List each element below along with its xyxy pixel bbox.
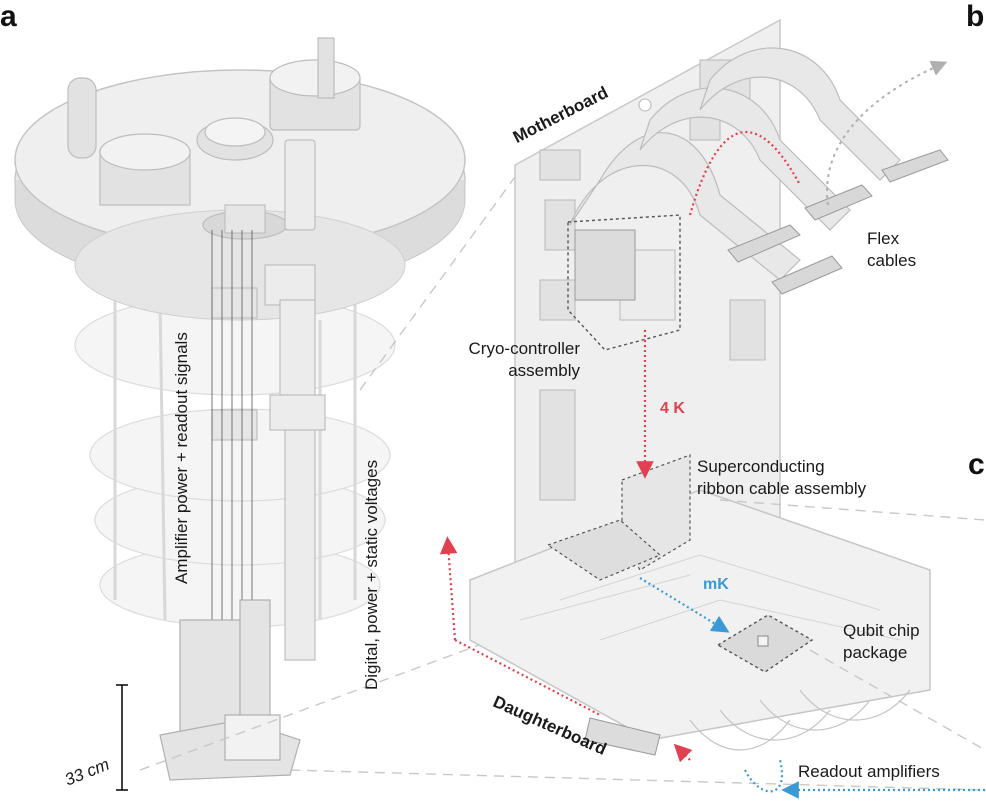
- superconducting-ribbon-label: Superconducting ribbon cable assembly: [697, 456, 866, 500]
- qubit-chip-label: Qubit chip package: [843, 620, 920, 664]
- cryostat-illustration: [14, 37, 986, 791]
- cryo-controller-line1: Cryo-controller: [468, 339, 580, 358]
- panel-letter-a: a: [0, 0, 17, 33]
- cryo-controller-label: Cryo-controller assembly: [438, 338, 580, 382]
- cryo-controller-line2: assembly: [508, 361, 580, 380]
- amplifier-power-label: Amplifier power + readout signals: [172, 332, 191, 584]
- panel-letter-b: b: [966, 0, 985, 33]
- superconducting-ribbon-line2: ribbon cable assembly: [697, 479, 867, 498]
- scale-bar: [116, 684, 128, 791]
- board-illustration: [439, 18, 986, 799]
- digital-power-label: Digital, power + static voltages: [362, 459, 381, 690]
- flex-cables-line1: Flex: [867, 229, 900, 248]
- panel-letter-c: c: [968, 448, 985, 481]
- qubit-chip-line2: package: [843, 643, 908, 662]
- qubit-chip-line1: Qubit chip: [843, 621, 920, 640]
- flex-cables-label: Flex cables: [867, 228, 916, 272]
- readout-amplifiers-label: Readout amplifiers: [798, 762, 940, 781]
- superconducting-ribbon-line1: Superconducting: [697, 457, 825, 476]
- temperature-mk-label: mK: [703, 576, 729, 593]
- flex-cables-line2: cables: [867, 251, 917, 270]
- temperature-4k-label: 4 K: [660, 400, 685, 417]
